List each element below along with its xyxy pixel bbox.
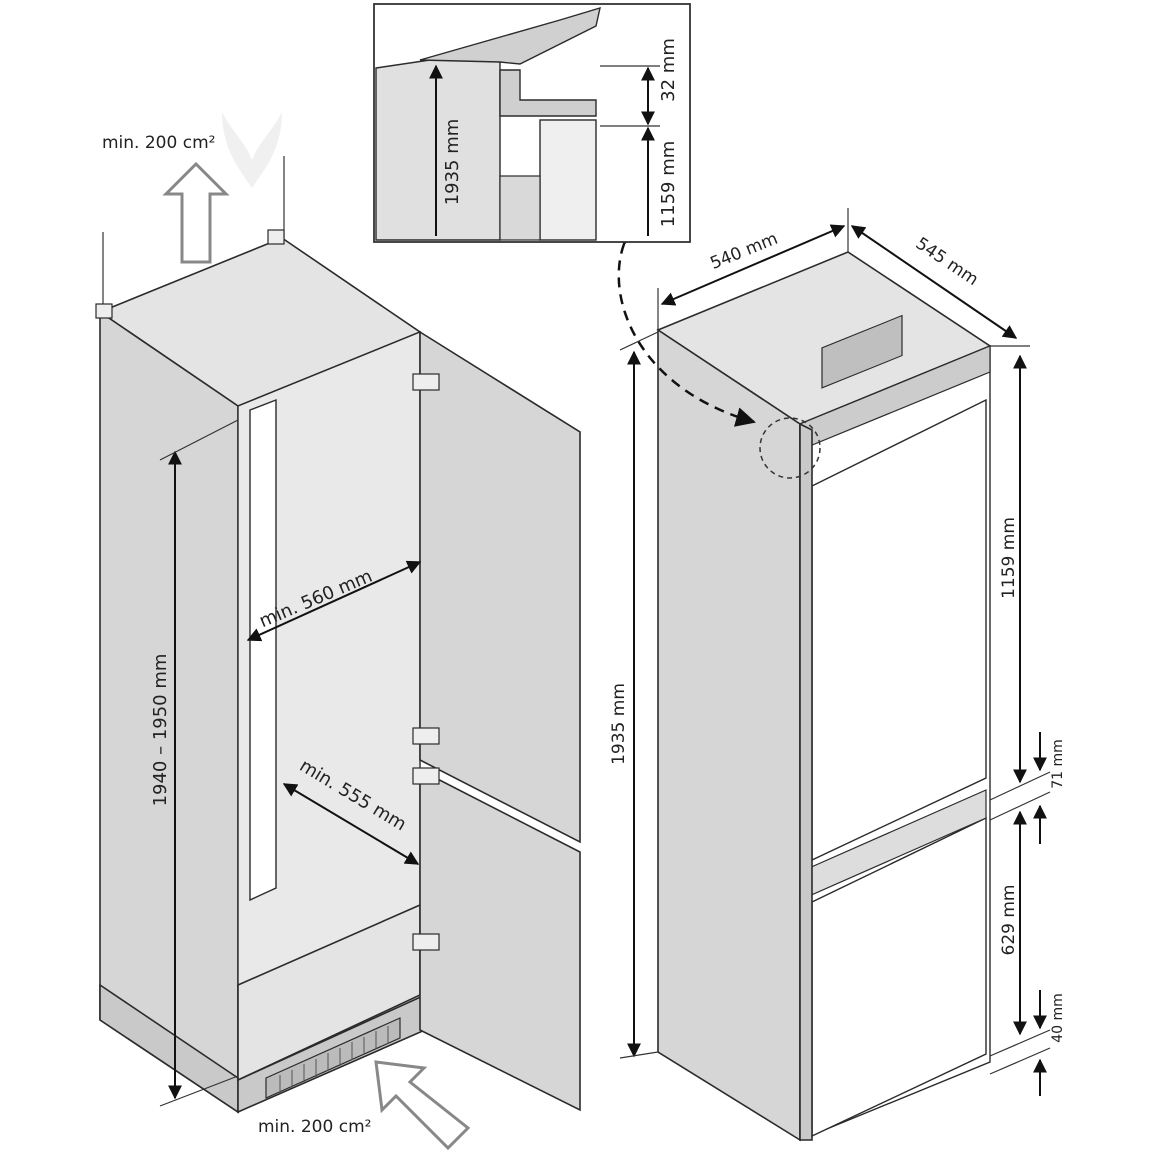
- mid-gap-label: 71 mm: [1050, 739, 1066, 789]
- detail-marker-circle: [759, 417, 821, 479]
- niche-depth-line: [282, 783, 420, 865]
- detail-top-board: [419, 6, 601, 65]
- hinge-3: [412, 767, 440, 785]
- detail-gap-label: 32 mm: [658, 38, 679, 102]
- air-inlet-arrow: [374, 1060, 471, 1151]
- detail-cabinet-side: [375, 59, 501, 241]
- appliance-side: [657, 328, 801, 1142]
- unit-depth-line: [850, 225, 1018, 339]
- detail-height-label: 1935 mm: [442, 119, 463, 206]
- unit-width-line: [660, 224, 846, 306]
- detail-door-label: 1159 mm: [658, 141, 679, 228]
- appliance: [656, 251, 992, 1142]
- upper-door-label: 1159 mm: [999, 517, 1019, 599]
- detail-box: [373, 3, 691, 243]
- hinge-2: [412, 727, 440, 745]
- vent-grille: [265, 1017, 401, 1099]
- vent-top-label: min. 200 cm²: [102, 133, 215, 153]
- detail-bracket: [499, 69, 597, 117]
- niche-height-label: 1940 – 1950 mm: [150, 654, 171, 807]
- detail-pointer-arrow: [617, 223, 756, 427]
- lower-door-label: 629 mm: [999, 885, 1019, 956]
- unit-height-label: 1935 mm: [609, 683, 629, 765]
- air-outlet-arrow: [162, 161, 230, 264]
- niche-back-opening: [249, 398, 277, 902]
- hinge-4: [412, 933, 440, 951]
- unit-depth-label: 545 mm: [912, 234, 982, 290]
- furniture-door-upper: [419, 330, 581, 844]
- hinge-1: [412, 373, 440, 391]
- watermark-logo: [222, 112, 282, 188]
- detail-appliance: [539, 119, 597, 241]
- door-edge: [799, 422, 813, 1141]
- cabinet-niche: [95, 156, 581, 1114]
- niche-width-line: [246, 560, 422, 642]
- bottom-gap-label: 40 mm: [1050, 993, 1066, 1043]
- vent-bottom-label: min. 200 cm²: [258, 1117, 371, 1137]
- unit-width-label: 540 mm: [707, 229, 780, 274]
